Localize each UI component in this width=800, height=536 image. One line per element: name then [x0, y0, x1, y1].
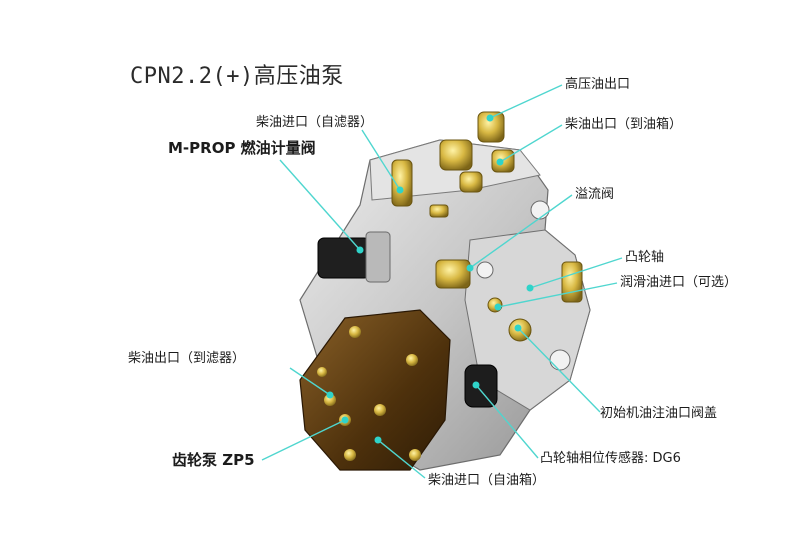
callout-dots — [326, 114, 534, 444]
label-diesel-out-filter: 柴油出口（到滤器） — [128, 351, 246, 366]
label-gear-pump: 齿轮泵 ZP5 — [172, 451, 255, 469]
label-camshaft: 凸轮轴 — [625, 250, 665, 265]
mprop-valve — [317, 231, 391, 283]
label-initial-oil-cap: 初始机油注油口阀盖 — [600, 406, 718, 421]
label-diesel-in-filter: 柴油进口（自滤器） — [256, 115, 374, 130]
label-diesel-in-tank: 柴油进口（自油箱） — [428, 473, 546, 488]
callout-lines — [261, 84, 623, 479]
label-hp-outlet: 高压油出口 — [565, 77, 631, 92]
label-overflow-valve: 溢流阀 — [575, 187, 615, 202]
label-cam-sensor: 凸轮轴相位传感器: DG6 — [540, 451, 681, 466]
label-mprop: M-PROP 燃油计量阀 — [168, 139, 316, 157]
hp-fittings — [391, 111, 515, 218]
label-lube-inlet: 润滑油进口（可选） — [620, 275, 738, 290]
page-title: CPN2.2(+)高压油泵 — [130, 64, 344, 89]
label-diesel-out-tank: 柴油出口（到油箱） — [565, 117, 683, 132]
gear-pump-housing — [299, 309, 451, 471]
